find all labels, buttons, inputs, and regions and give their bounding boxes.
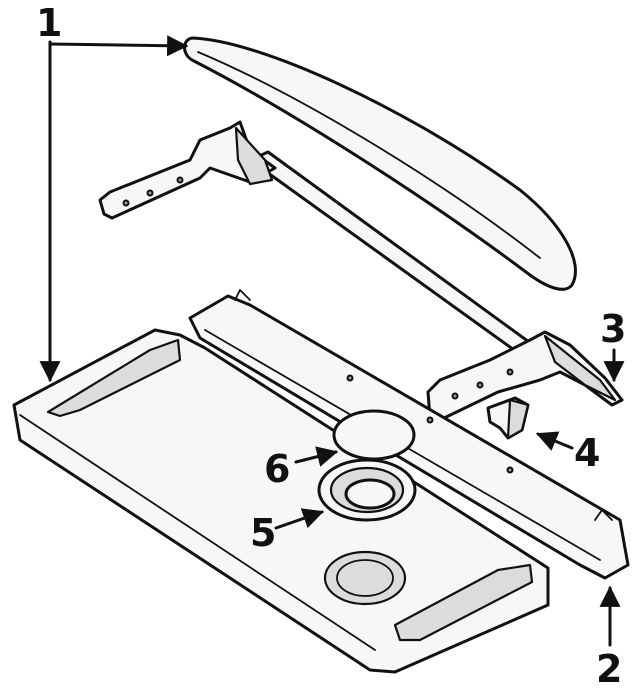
callout-3: 3 [600,307,626,351]
callout-1: 1 [36,1,62,45]
speaker-cover-part [332,409,416,461]
spoiler-support-bracket [98,120,624,422]
spoiler-part [183,36,577,291]
speaker-ring-part [317,458,417,522]
clip-part [486,396,530,440]
callout-2: 2 [596,647,622,691]
callout-4: 4 [574,431,600,475]
leader-lines [39,35,625,647]
callout-6: 6 [264,447,290,491]
package-tray-part [12,328,550,674]
callout-5: 5 [250,511,276,555]
